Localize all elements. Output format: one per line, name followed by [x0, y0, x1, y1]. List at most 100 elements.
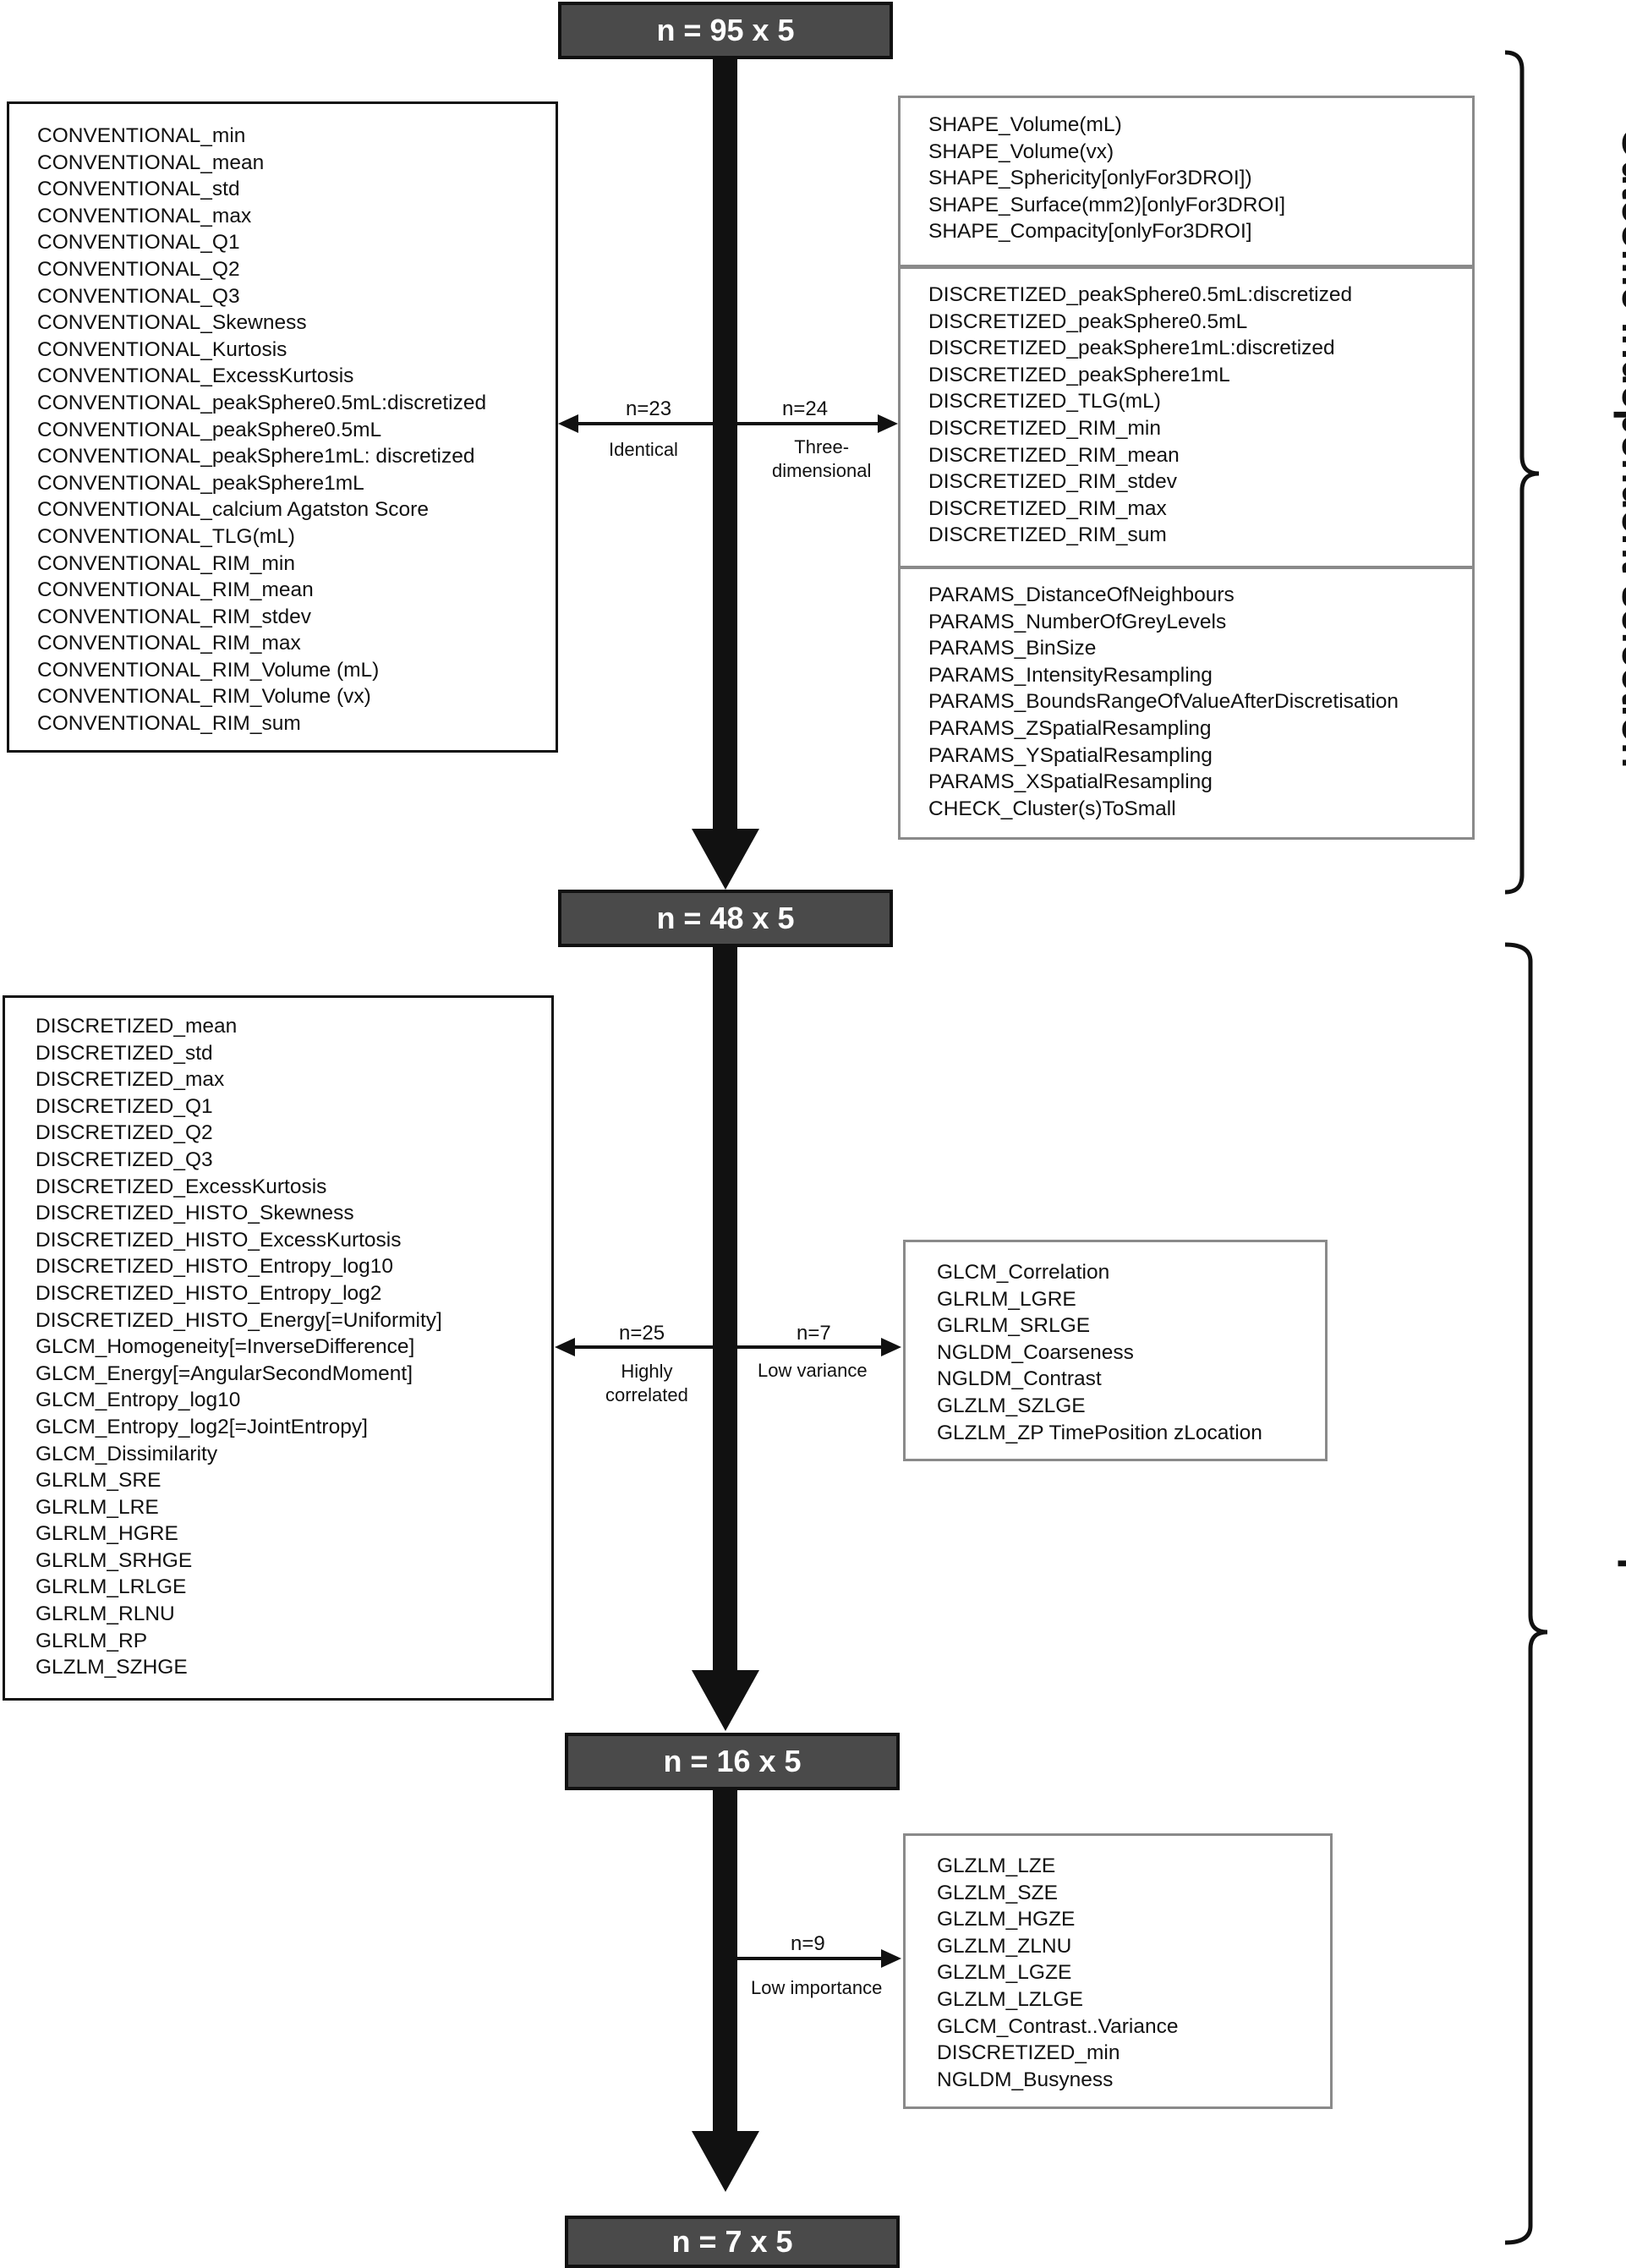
- feature-item: GLRLM_SRLGE: [937, 1314, 1091, 1338]
- feature-item: GLRLM_HGRE: [36, 1522, 178, 1546]
- feature-item: DISCRETIZED_max: [36, 1068, 225, 1092]
- feature-item: CONVENTIONAL_RIM_sum: [37, 712, 301, 736]
- label-3d-line1: Three-: [794, 436, 850, 457]
- label-correlated-line1: Highly: [621, 1361, 673, 1382]
- feature-item: DISCRETIZED_HISTO_ExcessKurtosis: [36, 1228, 402, 1252]
- feature-item: CONVENTIONAL_peakSphere0.5mL: [37, 418, 382, 441]
- feature-item: NGLDM_Coarseness: [937, 1340, 1134, 1364]
- feature-item: CONVENTIONAL_calcium Agatston Score: [37, 498, 429, 522]
- feature-item: GLCM_Dissimilarity: [36, 1442, 218, 1465]
- feature-item: DISCRETIZED_RIM_sum: [928, 523, 1167, 547]
- label-lowvariance: Low variance: [758, 1360, 868, 1381]
- feature-item: PARAMS_ZSpatialResampling: [928, 716, 1212, 740]
- count-identical: n=23: [626, 397, 672, 420]
- brace-dependent: [1504, 942, 1548, 2245]
- label-3d: Three-dimensional: [772, 436, 871, 483]
- section-divider-2: [901, 566, 1472, 569]
- branch-arrowhead-lowvariance: [881, 1338, 901, 1356]
- feature-item: GLZLM_SZE: [937, 1881, 1058, 1904]
- feature-item: DISCRETIZED_peakSphere0.5mL:discretized: [928, 283, 1353, 306]
- feature-item: PARAMS_XSpatialResampling: [928, 770, 1213, 794]
- count-3d: n=24: [782, 397, 829, 420]
- feature-item: NGLDM_Busyness: [937, 2068, 1114, 2091]
- stage-box-16: n = 16 x 5: [565, 1733, 900, 1790]
- list-lowimportance: GLZLM_LZE GLZLM_SZE GLZLM_HGZE GLZLM_ZLNU GL…: [903, 1833, 1333, 2109]
- feature-item: GLRLM_LGRE: [937, 1287, 1076, 1311]
- side-label-dependent: Outcome dependent selection: [1618, 1312, 1626, 1917]
- main-arrowhead-1: [692, 829, 759, 890]
- main-arrow-shaft-2: [713, 947, 737, 1674]
- feature-item: DISCRETIZED_std: [36, 1041, 213, 1065]
- box-right-top: SHAPE_Volume(mL) SHAPE_Volume(vx) SHAPE_Sp…: [898, 96, 1475, 840]
- branch-arrowhead-correlated: [555, 1338, 575, 1356]
- feature-item: CONVENTIONAL_RIM_mean: [37, 578, 314, 602]
- feature-item: CONVENTIONAL_std: [37, 178, 240, 201]
- branch-arrowhead-identical: [558, 414, 578, 433]
- branch-arrowhead-3d: [878, 414, 898, 433]
- feature-item: CONVENTIONAL_TLG(mL): [37, 524, 295, 548]
- feature-item: DISCRETIZED_peakSphere1mL:discretized: [928, 337, 1335, 360]
- feature-item: CONVENTIONAL_Q1: [37, 231, 240, 255]
- stage-box-7: n = 7 x 5: [565, 2216, 900, 2268]
- feature-item: CONVENTIONAL_Skewness: [37, 311, 307, 335]
- feature-item: GLZLM_HGZE: [937, 1908, 1076, 1931]
- feature-item: GLCM_Contrast..Variance: [937, 2014, 1179, 2038]
- feature-item: SHAPE_Volume(mL): [928, 113, 1122, 136]
- feature-item: GLCM_Homogeneity[=InverseDifference]: [36, 1335, 415, 1359]
- feature-item: DISCRETIZED_peakSphere1mL: [928, 363, 1230, 386]
- feature-item: SHAPE_Sphericity[onlyFor3DROI]): [928, 167, 1252, 190]
- feature-item: DISCRETIZED_RIM_max: [928, 496, 1167, 520]
- feature-item: GLRLM_RLNU: [36, 1602, 175, 1626]
- label-lowimportance: Low importance: [751, 1977, 883, 1998]
- feature-item: DISCRETIZED_Q3: [36, 1148, 213, 1171]
- feature-item: DISCRETIZED_TLG(mL): [928, 390, 1161, 414]
- feature-item: PARAMS_DistanceOfNeighbours: [928, 583, 1235, 606]
- feature-item: CONVENTIONAL_peakSphere1mL: discretized: [37, 445, 475, 468]
- branch-arrowhead-lowimportance: [881, 1949, 901, 1968]
- label-identical: Identical: [609, 439, 678, 460]
- feature-item: CONVENTIONAL_Q2: [37, 257, 240, 281]
- feature-item: PARAMS_YSpatialResampling: [928, 743, 1213, 767]
- feature-item: DISCRETIZED_ExcessKurtosis: [36, 1175, 327, 1198]
- count-lowvariance: n=7: [797, 1322, 831, 1345]
- feature-item: DISCRETIZED_Q1: [36, 1094, 213, 1118]
- main-arrow-shaft-3: [713, 1790, 737, 2135]
- feature-item: GLZLM_ZLNU: [937, 1934, 1072, 1958]
- feature-item: GLZLM_LZE: [937, 1854, 1056, 1877]
- feature-item: GLZLM_ZP TimePosition zLocation: [937, 1421, 1262, 1444]
- feature-item: DISCRETIZED_RIM_min: [928, 416, 1161, 440]
- feature-item: CHECK_Cluster(s)ToSmall: [928, 797, 1176, 820]
- feature-item: CONVENTIONAL_Q3: [37, 284, 240, 308]
- feature-item: CONVENTIONAL_Kurtosis: [37, 337, 287, 361]
- feature-item: GLZLM_LZLGE: [937, 1987, 1083, 2011]
- feature-item: SHAPE_Surface(mm2)[onlyFor3DROI]: [928, 193, 1286, 216]
- feature-item: CONVENTIONAL_RIM_Volume (vx): [37, 685, 371, 709]
- feature-item: CONVENTIONAL_peakSphere1mL: [37, 471, 364, 495]
- feature-item: GLRLM_RP: [36, 1629, 148, 1652]
- feature-item: DISCRETIZED_Q2: [36, 1121, 213, 1145]
- feature-item: DISCRETIZED_mean: [36, 1015, 238, 1038]
- count-correlated: n=25: [619, 1322, 665, 1345]
- feature-item: GLRLM_SRE: [36, 1469, 162, 1493]
- feature-item: GLCM_Entropy_log2[=JointEntropy]: [36, 1415, 368, 1438]
- side-label-independent: Outcome independent selection: [1613, 127, 1626, 769]
- feature-item: SHAPE_Volume(vx): [928, 140, 1114, 163]
- feature-item: DISCRETIZED_HISTO_Entropy_log10: [36, 1255, 394, 1279]
- brace-independent: [1504, 50, 1540, 895]
- section-divider-1: [901, 265, 1472, 269]
- feature-item: CONVENTIONAL_peakSphere0.5mL:discretized: [37, 391, 487, 414]
- feature-item: DISCRETIZED_HISTO_Entropy_log2: [36, 1281, 382, 1305]
- feature-item: GLCM_Entropy_log10: [36, 1389, 241, 1412]
- feature-item: CONVENTIONAL_mean: [37, 151, 265, 174]
- feature-item: CONVENTIONAL_ExcessKurtosis: [37, 364, 354, 388]
- feature-item: CONVENTIONAL_RIM_min: [37, 551, 295, 575]
- main-arrowhead-3: [692, 2131, 759, 2192]
- feature-item: CONVENTIONAL_RIM_stdev: [37, 605, 312, 628]
- main-arrowhead-2: [692, 1670, 759, 1731]
- count-lowimportance: n=9: [791, 1932, 825, 1955]
- stage-box-95: n = 95 x 5: [558, 2, 893, 59]
- feature-item: GLZLM_SZHGE: [36, 1656, 188, 1679]
